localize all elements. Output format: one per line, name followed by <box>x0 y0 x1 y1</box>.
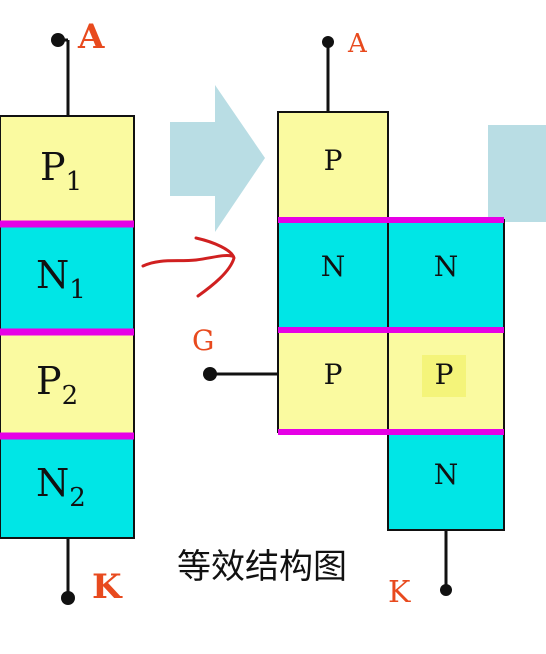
layer-n-bottom <box>387 431 505 531</box>
layer-p1 <box>0 115 135 225</box>
cathode-label: K <box>92 567 123 607</box>
highlight-box <box>422 355 466 397</box>
layer-label: P2 <box>36 359 78 411</box>
gate-label: G <box>192 324 214 357</box>
layer-label: P <box>324 144 343 177</box>
layer-label: N2 <box>36 461 86 513</box>
hand-drawn-arrow-icon <box>141 236 236 298</box>
right-structure: A P N P N P N G K <box>192 29 505 610</box>
layer-label: P <box>324 358 343 391</box>
diagram-caption: 等效结构图 <box>177 547 347 587</box>
cathode-label: K <box>388 575 411 610</box>
layer-label: N1 <box>36 253 86 305</box>
anode-label: A <box>347 29 368 59</box>
left-structure: A P1 N1 P2 N2 K <box>0 17 135 607</box>
layer-label: P1 <box>40 145 82 197</box>
layer-label: N <box>434 250 459 283</box>
transform-arrow-icon <box>170 85 265 232</box>
anode-label: A <box>77 17 105 57</box>
layer-p-top <box>277 111 389 221</box>
layer-label: P <box>435 358 454 391</box>
cathode-terminal <box>61 591 75 605</box>
layer-p2 <box>0 331 135 437</box>
layer-n-left <box>277 219 389 331</box>
layer-label: N <box>321 250 346 283</box>
layer-label: N <box>434 458 459 491</box>
layer-n2 <box>0 435 135 539</box>
gate-terminal <box>203 367 217 381</box>
cathode-terminal <box>440 584 452 596</box>
transform-arrow-icon-partial <box>488 125 546 222</box>
anode-terminal <box>322 36 334 48</box>
